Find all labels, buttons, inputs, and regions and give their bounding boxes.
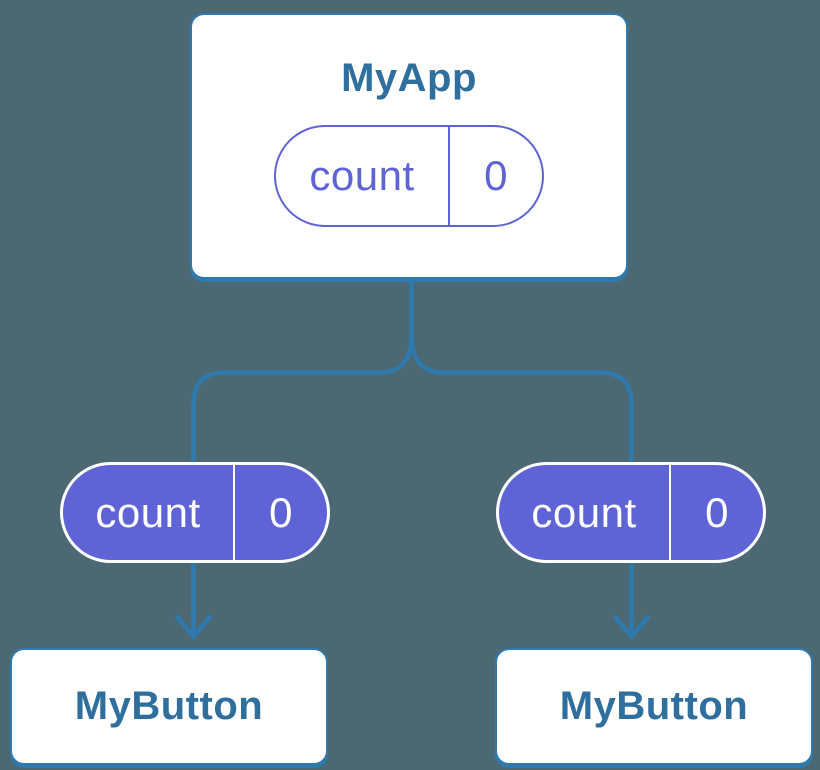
child-component-card-right: MyButton (495, 648, 813, 765)
arrow-down-left-icon (174, 614, 213, 640)
state-pill-value: 0 (484, 152, 508, 199)
state-pill: count 0 (274, 125, 544, 227)
child-component-title-left: MyButton (74, 684, 264, 728)
root-component-title: MyApp (341, 56, 477, 100)
prop-pill-left-value: 0 (269, 488, 293, 536)
root-component-card: MyApp count 0 (190, 13, 628, 279)
child-component-card-left: MyButton (10, 648, 328, 765)
prop-pill-right: count 0 (496, 462, 766, 563)
branch-left-line (191, 336, 414, 634)
child-component-title-right: MyButton (559, 684, 749, 728)
prop-pill-right-value: 0 (705, 488, 729, 536)
state-pill-label: count (276, 127, 450, 225)
branch-right-line (409, 336, 634, 634)
prop-pill-left-label: count (63, 465, 235, 560)
prop-pill-left: count 0 (60, 462, 330, 563)
prop-pill-right-label: count (499, 465, 671, 560)
arrow-down-right-icon (612, 614, 651, 640)
